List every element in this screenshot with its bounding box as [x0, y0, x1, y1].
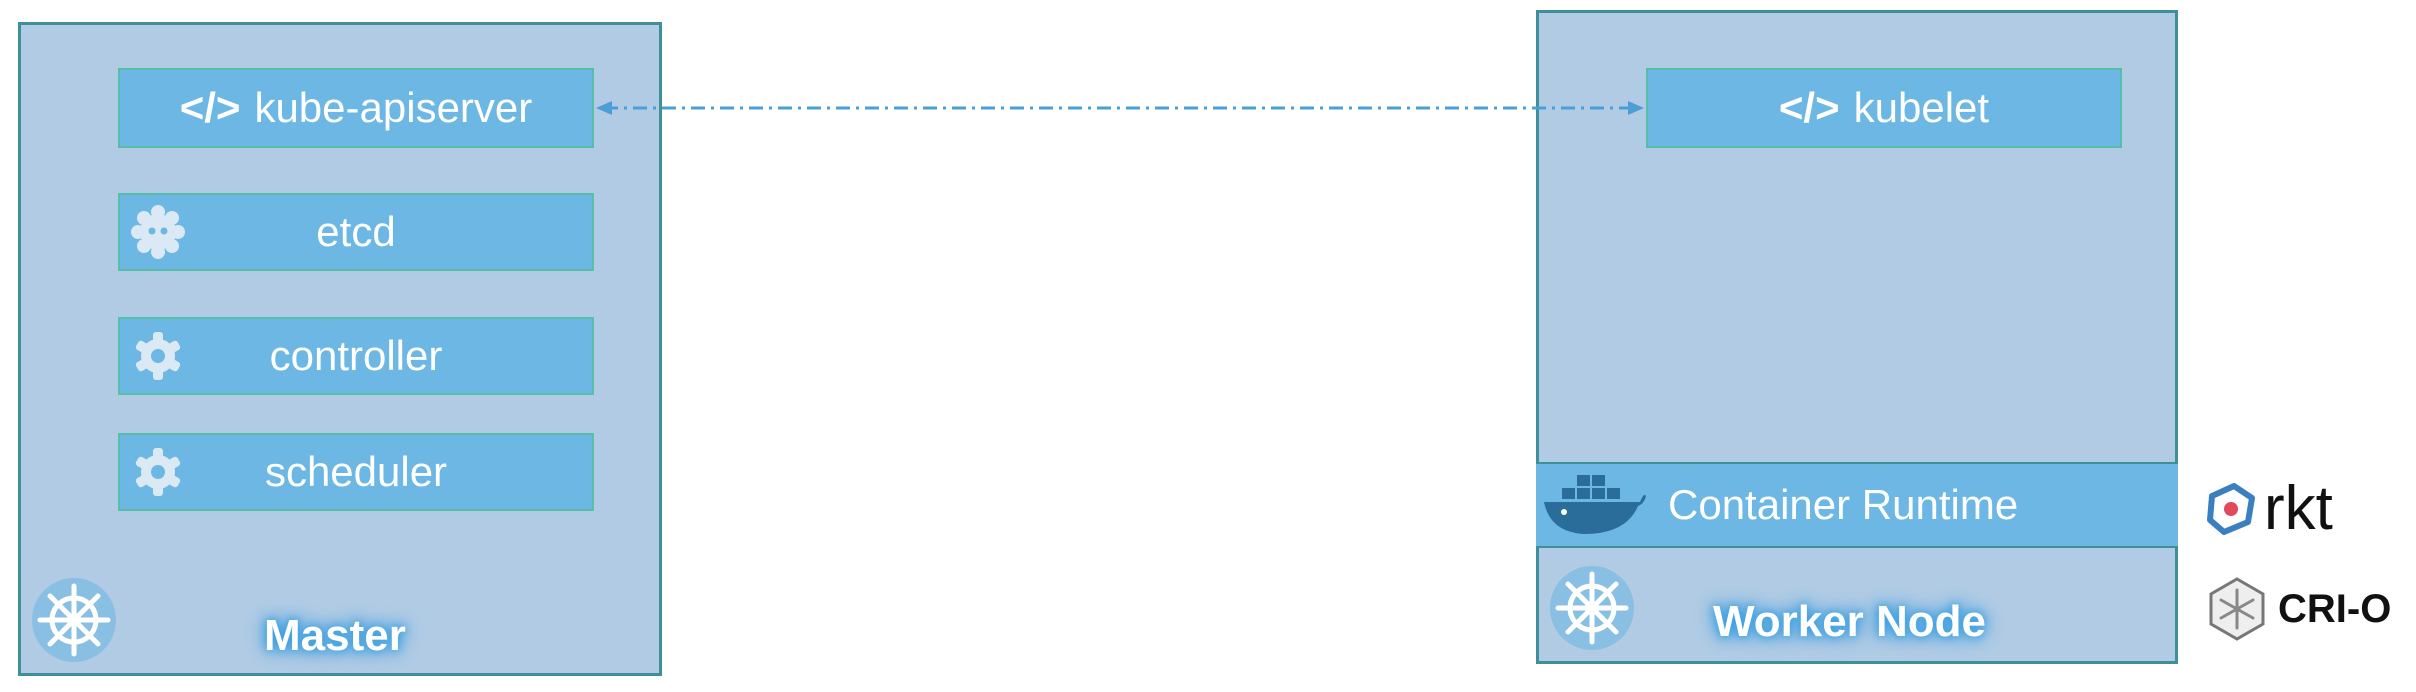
kube-apiserver-box: </> kube-apiserver — [118, 68, 594, 148]
controller-label: controller — [269, 332, 443, 379]
container-runtime-bar: Container Runtime — [1536, 462, 2178, 548]
container-runtime-label: Container Runtime — [1668, 481, 2019, 528]
worker-node-label: Worker Node — [1713, 597, 1987, 646]
kube-apiserver-label: kube-apiserver — [254, 84, 533, 131]
scheduler-label: scheduler — [264, 448, 448, 495]
controller-box: controller — [118, 317, 594, 395]
kubernetes-helm-icon — [1550, 566, 1634, 650]
crio-label: CRI-O — [2278, 586, 2392, 631]
gear-icon — [135, 332, 181, 380]
docker-whale-icon — [1544, 475, 1646, 534]
crio-logo: CRI-O — [2204, 576, 2391, 642]
code-icon: </> — [1778, 84, 1840, 131]
kubernetes-helm-icon — [32, 578, 116, 662]
etcd-box: etcd — [118, 193, 594, 271]
scheduler-box: scheduler — [118, 433, 594, 511]
kubelet-box: </> kubelet — [1646, 68, 2122, 148]
etcd-icon — [131, 205, 185, 259]
rkt-label: rkt — [2264, 474, 2333, 543]
code-icon: </> — [179, 84, 241, 131]
kubelet-label: kubelet — [1853, 84, 1990, 131]
gear-icon — [135, 448, 181, 496]
rkt-logo: rkt — [2204, 478, 2333, 540]
rkt-icon — [2207, 483, 2255, 535]
etcd-label: etcd — [316, 208, 396, 255]
crio-icon — [2209, 577, 2265, 641]
master-label: Master — [264, 611, 406, 660]
